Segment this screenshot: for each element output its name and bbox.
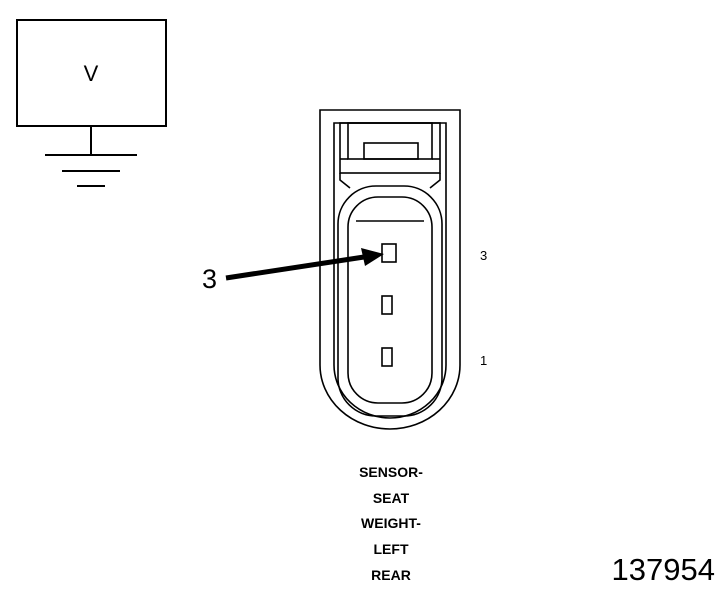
caption-line: SENSOR- — [359, 464, 423, 480]
voltmeter: V — [16, 19, 167, 127]
pin-label-3: 3 — [480, 248, 487, 263]
ground-symbol-icon — [45, 126, 137, 187]
connector-housing-inner — [333, 122, 447, 419]
figure-id: 137954 — [612, 552, 715, 587]
connector-housing-outer — [319, 109, 461, 430]
caption-line: WEIGHT- — [361, 515, 421, 531]
pin-terminal-1 — [381, 347, 393, 367]
callout-arrow — [225, 248, 384, 281]
pin-label-1: 1 — [480, 353, 487, 368]
pin-terminal-2 — [381, 295, 393, 315]
connector-face-outer — [337, 185, 443, 417]
connector-face-inner — [347, 196, 433, 404]
caption-line: LEFT — [374, 541, 409, 557]
voltmeter-symbol: V — [84, 61, 99, 86]
caption-line: SEAT — [373, 490, 410, 506]
three-pin-connector-icon: 3 1 — [319, 109, 487, 430]
locking-tab — [339, 122, 441, 189]
connector-caption: SENSOR- SEAT WEIGHT- LEFT REAR — [359, 464, 423, 583]
caption-line: REAR — [371, 567, 411, 583]
callout-number: 3 — [202, 264, 217, 294]
pin-terminal-3 — [381, 243, 397, 263]
